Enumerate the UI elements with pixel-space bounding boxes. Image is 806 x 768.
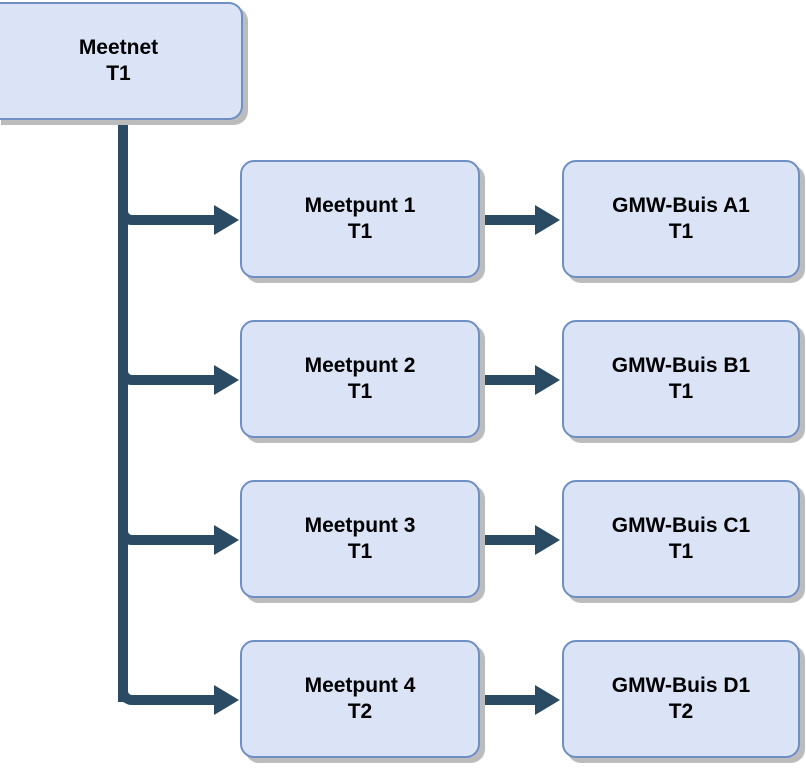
node-gmw-buis-b1-line1: GMW-Buis B1 [611, 353, 751, 377]
node-meetnet[interactable]: Meetnet T1 [0, 2, 243, 120]
branch-arrowhead-4 [214, 685, 239, 715]
branch-elbow-4 [118, 676, 142, 705]
node-meetpunt-4-line1: Meetpunt 4 [304, 673, 416, 697]
link-stem-row-4 [483, 695, 535, 705]
node-gmw-buis-c1-line1: GMW-Buis C1 [611, 513, 751, 537]
link-stem-row-3 [483, 535, 535, 545]
branch-arrowhead-2 [214, 365, 239, 395]
node-meetnet-line1: Meetnet [78, 35, 159, 59]
node-gmw-buis-b1-line2: T1 [668, 380, 694, 403]
link-arrowhead-row-1 [535, 205, 560, 235]
branch-stem-3 [132, 535, 214, 545]
branch-stem-4 [132, 695, 214, 705]
node-meetpunt-1[interactable]: Meetpunt 1 T1 [240, 160, 480, 278]
branch-elbow-3 [118, 516, 142, 545]
branch-stem-2 [132, 375, 214, 385]
node-gmw-buis-c1-line2: T1 [668, 540, 694, 563]
node-meetpunt-3-line1: Meetpunt 3 [304, 513, 416, 537]
node-meetpunt-2[interactable]: Meetpunt 2 T1 [240, 320, 480, 438]
branch-arrowhead-3 [214, 525, 239, 555]
link-arrowhead-row-2 [535, 365, 560, 395]
link-arrowhead-row-4 [535, 685, 560, 715]
node-gmw-buis-a1[interactable]: GMW-Buis A1 T1 [562, 160, 800, 278]
link-arrowhead-row-3 [535, 525, 560, 555]
node-gmw-buis-d1-line2: T2 [668, 700, 694, 723]
branch-stem-1 [132, 215, 214, 225]
node-meetpunt-4-line2: T2 [347, 700, 373, 723]
branch-elbow-1 [118, 196, 142, 225]
node-meetpunt-4[interactable]: Meetpunt 4 T2 [240, 640, 480, 758]
node-gmw-buis-d1-line1: GMW-Buis D1 [611, 673, 751, 697]
node-meetnet-line2: T1 [106, 62, 131, 85]
trunk-vertical-line [118, 118, 128, 702]
node-meetpunt-1-line2: T1 [347, 220, 373, 243]
link-stem-row-1 [483, 215, 535, 225]
branch-elbow-2 [118, 356, 142, 385]
node-meetpunt-3[interactable]: Meetpunt 3 T1 [240, 480, 480, 598]
branch-arrowhead-1 [214, 205, 239, 235]
node-gmw-buis-a1-line1: GMW-Buis A1 [612, 193, 750, 217]
node-gmw-buis-b1[interactable]: GMW-Buis B1 T1 [562, 320, 800, 438]
node-gmw-buis-d1[interactable]: GMW-Buis D1 T2 [562, 640, 800, 758]
node-meetpunt-2-line2: T1 [347, 380, 373, 403]
node-meetpunt-1-line1: Meetpunt 1 [304, 193, 416, 217]
node-gmw-buis-a1-line2: T1 [668, 220, 694, 243]
node-meetpunt-2-line1: Meetpunt 2 [304, 353, 416, 377]
node-meetpunt-3-line2: T1 [347, 540, 373, 563]
node-gmw-buis-c1[interactable]: GMW-Buis C1 T1 [562, 480, 800, 598]
link-stem-row-2 [483, 375, 535, 385]
